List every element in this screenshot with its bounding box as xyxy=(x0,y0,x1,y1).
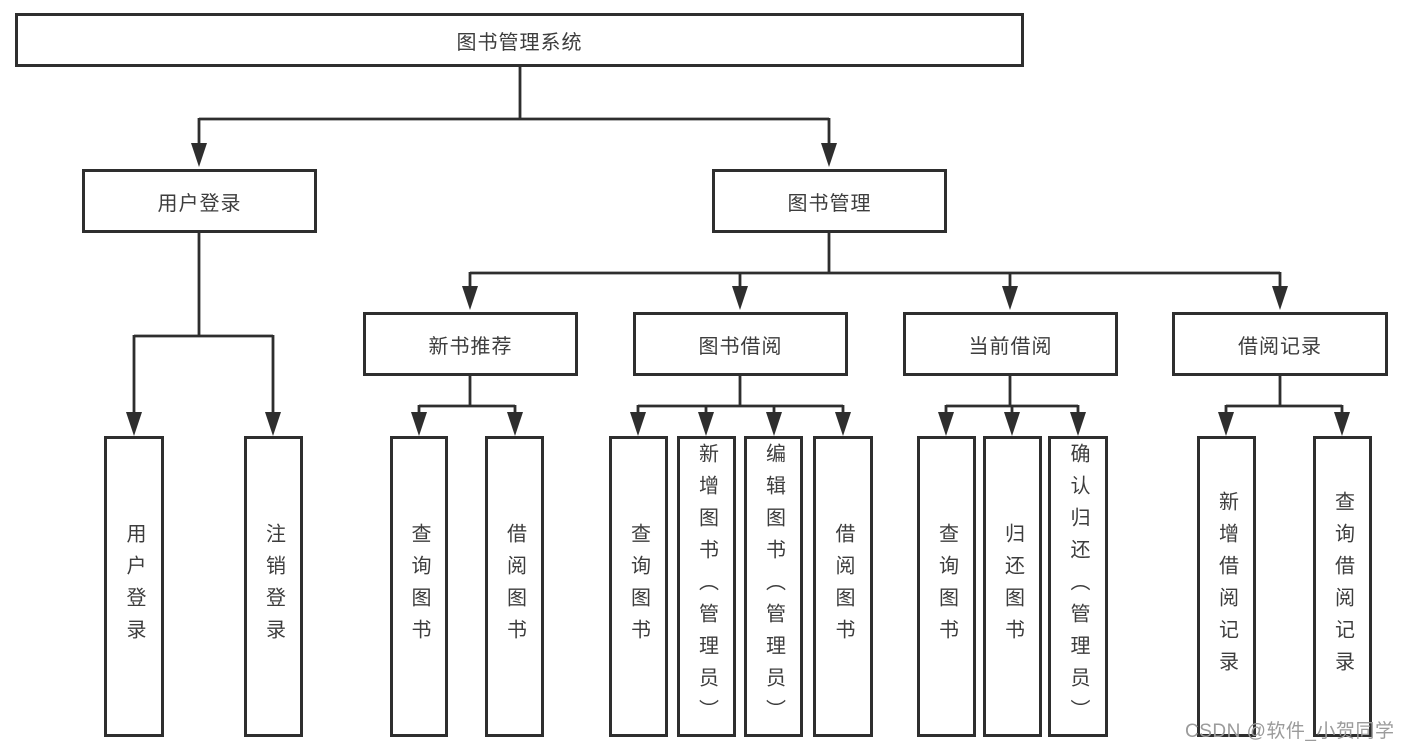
node-label: 新书推荐 xyxy=(428,335,513,358)
node-label: 借阅记录 xyxy=(1238,335,1322,358)
leaf-label: 查询借阅记录 xyxy=(1331,490,1354,683)
leaf-logout: 注销登录 xyxy=(244,436,303,737)
node-label: 图书管理系统 xyxy=(456,31,583,54)
node-book-borrowing: 图书借阅 xyxy=(633,312,848,376)
node-user-login: 用户登录 xyxy=(82,169,317,233)
leaf-search-books: 查询图书 xyxy=(390,436,448,737)
node-library-management-system: 图书管理系统 xyxy=(15,13,1024,67)
leaf-label: 注销登录 xyxy=(262,522,285,651)
leaf-label: 新增借阅记录 xyxy=(1215,490,1238,683)
leaf-confirm-return-admin: 确认归还（管理员） xyxy=(1048,436,1108,737)
leaf-label: 归还图书 xyxy=(1001,522,1024,651)
node-new-book-recommendation: 新书推荐 xyxy=(363,312,578,376)
leaf-label: 查询图书 xyxy=(935,522,958,651)
leaf-label: 编辑图书（管理员） xyxy=(762,442,785,731)
leaf-label: 借阅图书 xyxy=(503,522,526,651)
leaf-search-books: 查询图书 xyxy=(609,436,668,737)
leaf-search-books: 查询图书 xyxy=(917,436,976,737)
node-current-borrowing: 当前借阅 xyxy=(903,312,1118,376)
node-label: 图书管理 xyxy=(787,192,872,215)
node-borrowing-records: 借阅记录 xyxy=(1172,312,1388,376)
leaf-edit-book-admin: 编辑图书（管理员） xyxy=(744,436,803,737)
leaf-borrow-books: 借阅图书 xyxy=(485,436,544,737)
leaf-add-book-admin: 新增图书（管理员） xyxy=(677,436,736,737)
leaf-label: 查询图书 xyxy=(408,522,430,651)
leaf-user-login: 用户登录 xyxy=(104,436,164,737)
leaf-add-borrow-record: 新增借阅记录 xyxy=(1197,436,1256,737)
leaf-label: 借阅图书 xyxy=(832,522,854,651)
leaf-label: 用户登录 xyxy=(123,522,145,651)
leaf-return-books: 归还图书 xyxy=(983,436,1042,737)
node-label: 图书借阅 xyxy=(698,335,783,358)
node-label: 用户登录 xyxy=(157,192,242,215)
csdn-watermark: CSDN @软件_小贺同学 xyxy=(1185,721,1395,742)
node-book-management: 图书管理 xyxy=(712,169,947,233)
leaf-borrow-books: 借阅图书 xyxy=(813,436,873,737)
leaf-label: 确认归还（管理员） xyxy=(1067,442,1089,731)
leaf-label: 查询图书 xyxy=(627,522,650,651)
node-label: 当前借阅 xyxy=(968,335,1053,358)
leaf-search-borrow-record: 查询借阅记录 xyxy=(1313,436,1372,737)
leaf-label: 新增图书（管理员） xyxy=(695,442,718,731)
arrowheads xyxy=(126,143,1350,436)
